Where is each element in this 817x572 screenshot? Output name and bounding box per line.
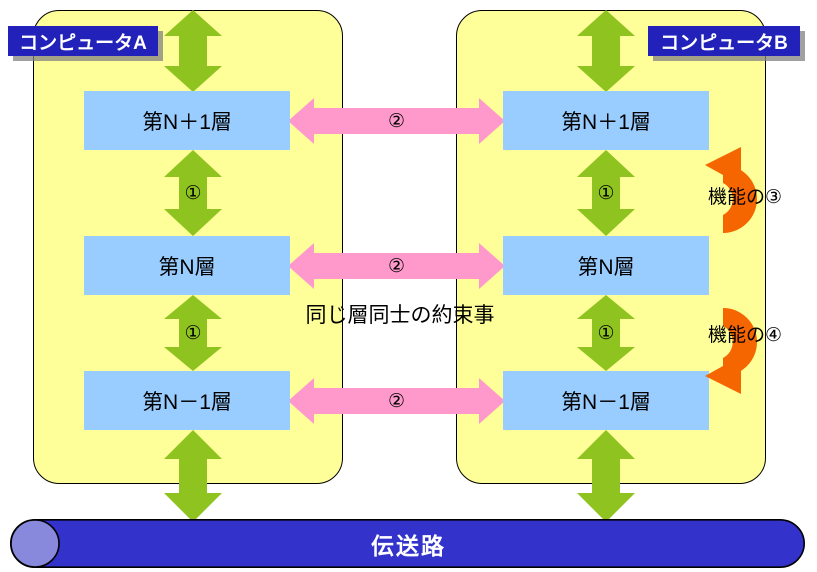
function-label-4: 機能の④: [708, 325, 783, 346]
layer-box-b-n: 第N層: [503, 236, 709, 295]
arrow-label-a-upper: ①: [184, 182, 202, 204]
green-arrow-a-lower: [164, 295, 222, 371]
green-arrow-b-bottom: [577, 430, 635, 522]
layer-label: 第N＋1層: [561, 110, 651, 134]
same-layer-agreement-caption: 同じ層同士の約束事: [305, 304, 495, 327]
computer-label-text: コンピュータB: [660, 32, 788, 54]
pink-arrow-n: [288, 243, 505, 289]
pink-arrow-label-np1: ②: [387, 110, 406, 132]
green-arrow-a-upper: [164, 150, 222, 236]
pink-arrow-np1: [288, 98, 505, 144]
transmission-line-cylinder: [10, 519, 805, 568]
layer-box-b-n-plus-1: 第N＋1層: [503, 91, 709, 150]
pink-arrow-label-n: ②: [387, 255, 406, 277]
layer-box-b-n-minus-1: 第N－1層: [503, 371, 709, 430]
layer-label: 第N－1層: [561, 390, 651, 414]
computer-label-text: コンピュータA: [19, 32, 147, 54]
green-arrow-a-bottom: [164, 430, 222, 522]
arrow-label-b-upper: ①: [597, 182, 615, 204]
green-arrow-a-top: [164, 10, 222, 92]
orange-curved-arrow-down: [705, 308, 757, 394]
orange-curved-arrow-up: [705, 147, 757, 233]
layer-label: 第N層: [158, 255, 216, 279]
layer-box-a-n: 第N層: [84, 236, 290, 295]
computer-label-a: コンピュータA: [8, 26, 158, 56]
layer-box-a-n-plus-1: 第N＋1層: [84, 91, 290, 150]
computer-label-b: コンピュータB: [648, 26, 800, 56]
green-arrow-b-top: [577, 10, 635, 92]
pink-arrow-nm1: [288, 378, 505, 424]
arrow-label-a-lower: ①: [184, 322, 202, 344]
layer-box-a-n-minus-1: 第N－1層: [84, 371, 290, 430]
arrow-label-b-lower: ①: [597, 322, 615, 344]
layer-label: 第N層: [577, 255, 635, 279]
green-arrow-b-upper: [577, 150, 635, 236]
pink-arrow-label-nm1: ②: [387, 390, 406, 412]
green-arrow-b-lower: [577, 295, 635, 371]
function-label-3: 機能の③: [708, 187, 783, 208]
layer-label: 第N－1層: [142, 390, 232, 414]
layer-label: 第N＋1層: [142, 110, 232, 134]
